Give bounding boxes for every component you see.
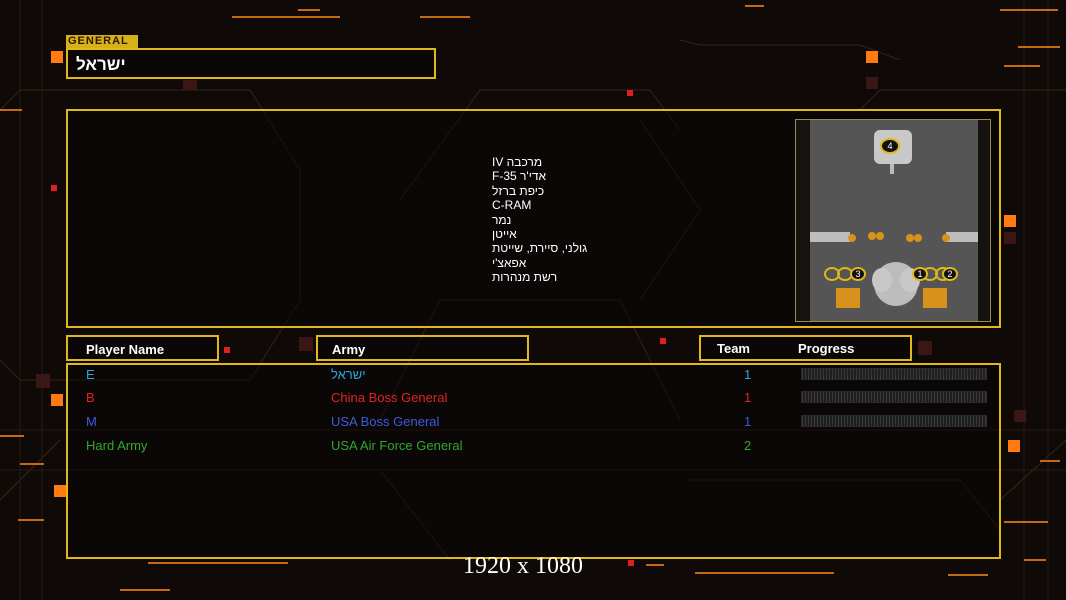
- player-name-header: Player Name: [66, 335, 219, 361]
- player-list: E ישראל 1 B China Boss General 1 M USA B…: [66, 363, 1001, 559]
- team-header-label: Team: [717, 341, 750, 356]
- unit-line: אדי'ר F-35: [492, 169, 547, 184]
- player-progress-bar: [801, 391, 987, 403]
- player-team: 1: [744, 367, 752, 382]
- general-title-box: ישראל: [66, 48, 436, 79]
- player-army: ישראל: [331, 367, 366, 382]
- start-position-marker: 4: [887, 141, 892, 151]
- map-preview: 4 3 1 2: [795, 119, 991, 322]
- army-header: Army: [316, 335, 529, 361]
- unit-line: C-RAM: [492, 198, 532, 213]
- player-team: 2: [744, 438, 752, 453]
- player-name: Hard Army: [86, 438, 148, 453]
- player-army: USA Boss General: [331, 414, 440, 429]
- team-progress-header: Team Progress: [699, 335, 912, 361]
- player-name: B: [86, 390, 95, 405]
- player-row: E ישראל 1: [68, 365, 999, 385]
- player-progress-bar: [801, 415, 987, 427]
- player-name: M: [86, 414, 97, 429]
- general-label: GENERAL: [66, 35, 138, 48]
- unit-line: כיפת ברזל: [492, 183, 545, 198]
- unit-line: מרכבה IV: [492, 155, 543, 169]
- player-row: Hard Army USA Air Force General 2: [68, 436, 999, 456]
- player-army: USA Air Force General: [331, 438, 463, 453]
- progress-header-label: Progress: [798, 341, 855, 356]
- start-position-marker: 3: [855, 269, 860, 279]
- unit-line: רשת מנהרות: [492, 270, 558, 285]
- player-name: E: [86, 367, 95, 382]
- unit-line: אייטן: [492, 227, 517, 242]
- unit-line: נמר: [492, 212, 512, 227]
- player-team: 1: [744, 414, 752, 429]
- resolution-label: 1920 x 1080: [463, 553, 583, 579]
- player-name-header-label: Player Name: [86, 342, 165, 357]
- start-position-marker: 1: [917, 269, 922, 279]
- player-row: B China Boss General 1: [68, 388, 999, 408]
- player-progress-bar: [801, 368, 987, 380]
- player-army: China Boss General: [331, 390, 448, 405]
- unit-line: גולני, סיירת, שייטת: [492, 241, 588, 256]
- start-position-marker: 2: [947, 269, 952, 279]
- player-team: 1: [744, 390, 752, 405]
- unit-line: אפאצ'י: [492, 255, 527, 270]
- player-row: M USA Boss General 1: [68, 412, 999, 432]
- general-name: ישראל: [76, 55, 126, 74]
- general-description-panel: מרכבה IV אדי'ר F-35 כיפת ברזל C-RAM נמר …: [66, 109, 1001, 328]
- map-preview-image: 4 3 1 2: [796, 120, 990, 321]
- army-header-label: Army: [332, 342, 366, 357]
- general-unit-list: מרכבה IV אדי'ר F-35 כיפת ברזל C-RAM נמר …: [492, 155, 587, 285]
